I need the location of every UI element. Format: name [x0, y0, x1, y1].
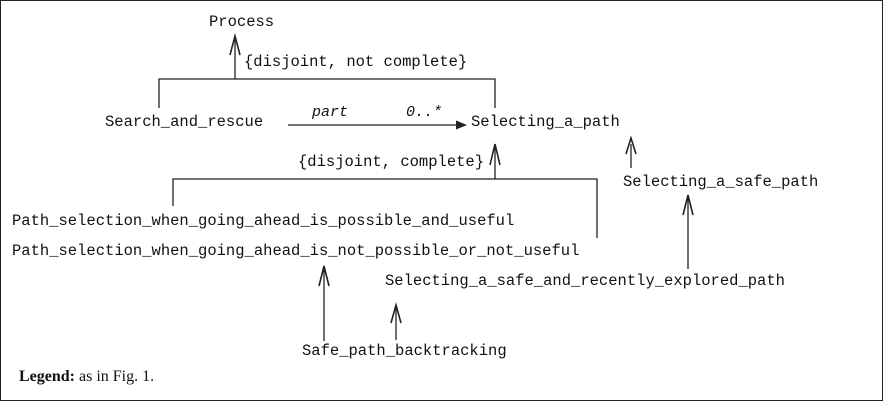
node-process: Process	[209, 13, 274, 31]
arrowhead-to-notpossible	[318, 265, 330, 287]
node-selecting-a-path: Selecting_a_path	[471, 113, 620, 131]
edge-path-selections-to-selecting	[172, 178, 598, 238]
node-safe-recently-explored: Selecting_a_safe_and_recently_explored_p…	[385, 272, 785, 290]
legend-title: Legend:	[19, 368, 75, 385]
legend: Legend: as in Fig. 1.	[19, 368, 154, 385]
node-path-ahead-possible: Path_selection_when_going_ahead_is_possi…	[12, 212, 514, 230]
arrowhead-safe-to-selecting	[625, 135, 637, 155]
relation-label: part	[311, 104, 348, 121]
constraint-top: {disjoint, not complete}	[244, 53, 467, 71]
node-search-and-rescue: Search_and_rescue	[105, 113, 263, 131]
node-safe-path-backtracking: Safe_path_backtracking	[302, 342, 507, 360]
arrowhead-to-selecting	[489, 143, 501, 166]
edge-search-to-process	[158, 78, 496, 108]
node-selecting-a-safe-path: Selecting_a_safe_path	[623, 173, 818, 191]
arrowhead-to-recent	[390, 302, 402, 324]
arrowhead-to-safe-path	[682, 194, 694, 216]
arrowhead-to-process	[229, 32, 241, 56]
part-arrowhead	[456, 120, 467, 130]
legend-text: as in Fig. 1.	[75, 368, 154, 385]
constraint-middle: {disjoint, complete}	[298, 153, 484, 171]
relation-cardinality: 0..*	[406, 104, 442, 121]
node-path-ahead-not-possible: Path_selection_when_going_ahead_is_not_p…	[12, 242, 579, 260]
